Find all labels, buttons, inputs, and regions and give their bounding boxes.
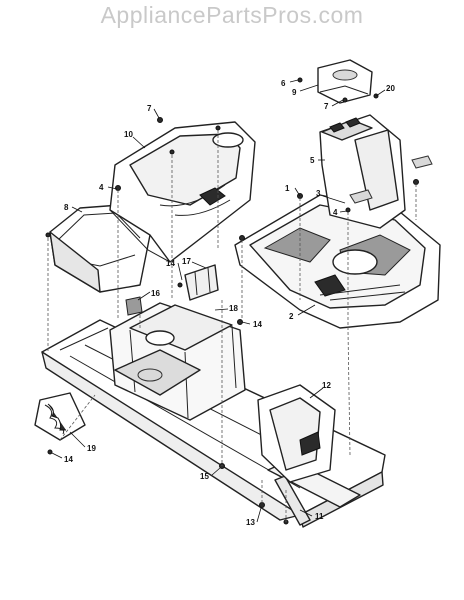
callout-10: 10 [124,130,133,139]
watermark-text: AppliancePartsPros.com [100,2,364,28]
callout-7b: 7 [324,102,329,111]
callout-12: 12 [322,381,331,390]
callout-15: 15 [200,472,209,481]
callout-labels: 1 2 3 4 4 5 6 7 7 8 9 10 11 12 13 14 14 … [64,79,395,527]
front-bumper [34,392,86,441]
callout-7a: 7 [147,104,152,113]
callout-14c: 14 [64,455,73,464]
floor-deck [234,194,441,329]
callout-19: 19 [87,444,96,453]
top-cap [317,59,373,104]
callout-9: 9 [292,88,297,97]
callout-14a: 14 [166,259,175,268]
hood-shroud [109,121,256,263]
pad-pieces [349,155,433,204]
callout-16: 16 [151,289,160,298]
callout-14b: 14 [253,320,262,329]
callout-11: 11 [315,512,324,521]
seat-support-frame [109,302,246,421]
callout-13: 13 [246,518,255,527]
callout-20: 20 [386,84,395,93]
rear-console [319,114,406,229]
steering-support [257,384,336,483]
spacer [125,296,143,316]
callout-18: 18 [229,304,238,313]
callout-4a: 4 [99,183,104,192]
side-panel-left [49,204,151,293]
bracket [184,264,219,301]
leader-lines [51,79,386,523]
callout-3: 3 [316,189,321,198]
callout-17: 17 [182,257,191,266]
callout-8: 8 [64,203,69,212]
callout-6: 6 [281,79,286,88]
callout-5: 5 [310,156,315,165]
callout-1: 1 [285,184,290,193]
callout-4b: 4 [333,208,338,217]
assembly-lines [47,130,417,522]
callout-2: 2 [289,312,294,321]
